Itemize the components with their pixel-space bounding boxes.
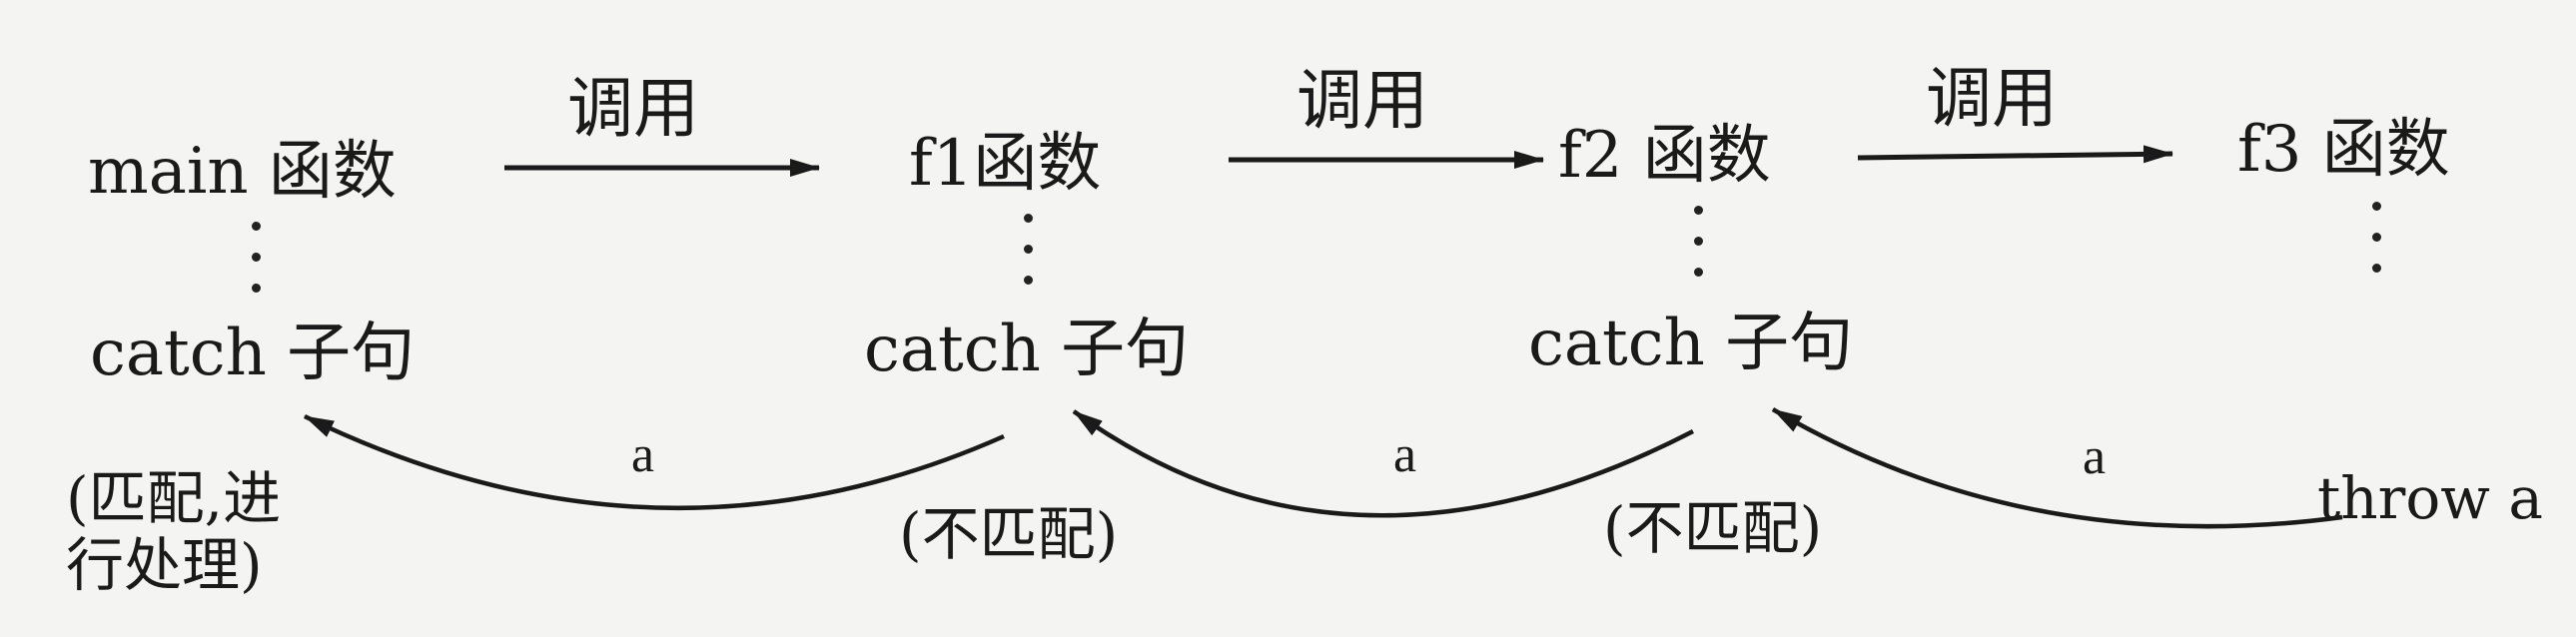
f2-match-note: (不匹配) (1603, 494, 1823, 562)
f2-catch-clause: catch 子句 (1528, 307, 1854, 380)
ellipsis-main (250, 222, 262, 293)
throw-arrow-f2-to-f1 (1072, 409, 1695, 518)
call-label-f1-f2: 调用 (1296, 62, 1428, 139)
call-label-main-f1: 调用 (567, 70, 699, 147)
f3-function-label: f3 函数 (2237, 113, 2450, 187)
f3-throw-statement: throw a (2317, 464, 2543, 532)
call-label-f2-f3: 调用 (1926, 60, 2058, 137)
ellipsis-f1 (1022, 214, 1034, 285)
ellipsis-f2 (1692, 206, 1704, 277)
exception-label-main: a (631, 426, 655, 483)
f2-function-label: f2 函数 (1558, 119, 1771, 193)
f1-function-label: f1函数 (909, 127, 1102, 201)
call-arrow-f2-f3 (1857, 145, 2173, 164)
main-match-note: (匹配,进 行处理) (66, 464, 282, 599)
main-function-label: main 函数 (88, 135, 397, 209)
exception-label-f2: a (2083, 428, 2107, 485)
f1-catch-clause: catch 子句 (864, 313, 1190, 386)
ellipsis-f3 (2370, 202, 2382, 273)
main-catch-clause: catch 子句 (90, 317, 416, 390)
throw-arrow-f3-to-f2 (1771, 407, 2343, 529)
throw-arrow-f1-to-main (304, 413, 1005, 511)
f1-match-note: (不匹配) (899, 500, 1119, 568)
exception-label-f1: a (1393, 426, 1417, 483)
